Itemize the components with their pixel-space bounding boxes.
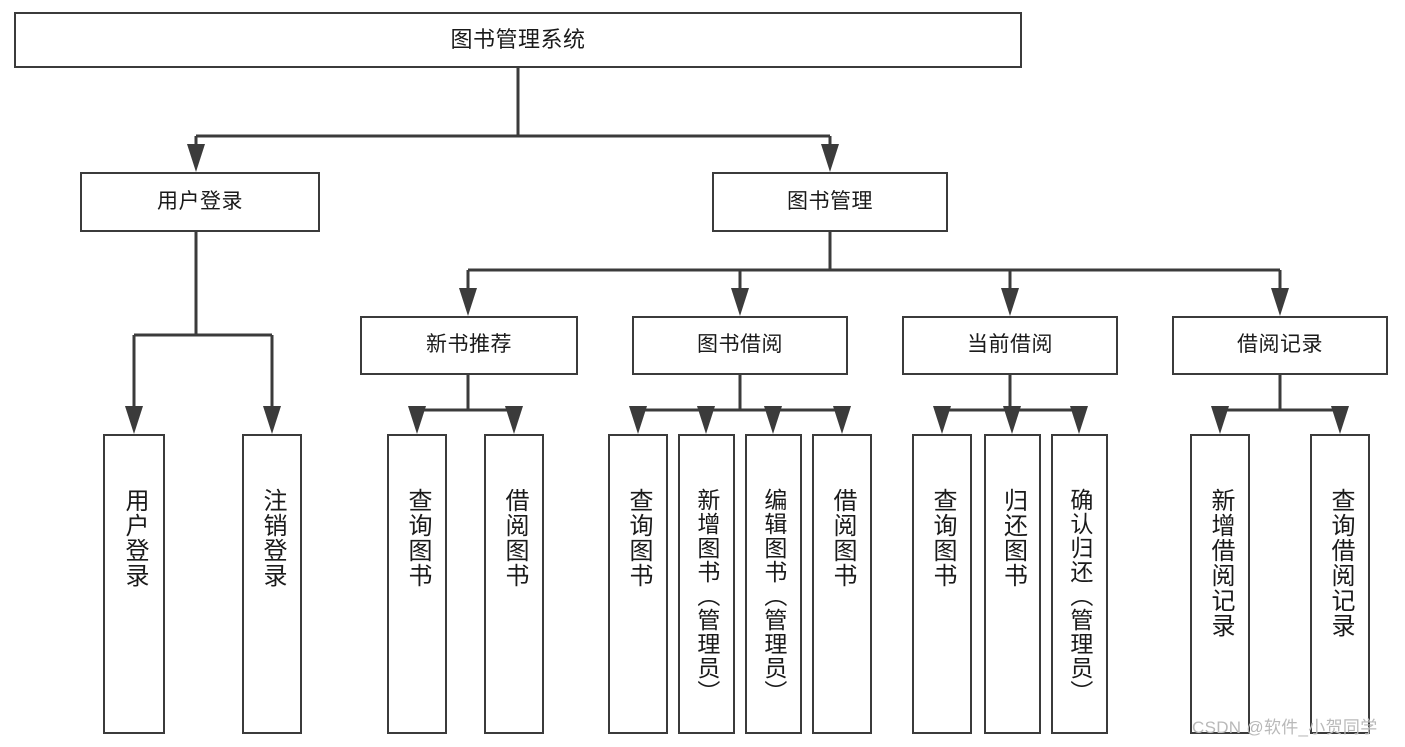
node-user-login-leaf[interactable]: 用户登录	[103, 434, 165, 734]
node-root[interactable]: 图书管理系统	[14, 12, 1022, 68]
node-book-borrow[interactable]: 图书借阅	[632, 316, 848, 375]
node-user-login-label: 用户登录	[157, 189, 243, 213]
node-book-manage[interactable]: 图书管理	[712, 172, 948, 232]
node-root-label: 图书管理系统	[450, 27, 586, 53]
node-query-book-current-label: 查询图书	[928, 488, 956, 588]
node-new-book-recommend-label: 新书推荐	[426, 333, 512, 357]
node-query-borrow-record[interactable]: 查询借阅记录	[1310, 434, 1370, 734]
node-return-book[interactable]: 归还图书	[984, 434, 1041, 734]
node-confirm-return-admin[interactable]: 确认归还（管理员）	[1051, 434, 1108, 734]
node-query-book-rec-label: 查询图书	[403, 488, 431, 588]
node-borrow-record[interactable]: 借阅记录	[1172, 316, 1388, 375]
node-current-borrow[interactable]: 当前借阅	[902, 316, 1118, 375]
node-user-login[interactable]: 用户登录	[80, 172, 320, 232]
node-book-borrow-label: 图书借阅	[697, 333, 783, 357]
node-current-borrow-label: 当前借阅	[967, 333, 1053, 357]
node-borrow-record-label: 借阅记录	[1237, 333, 1323, 357]
node-query-borrow-record-label: 查询借阅记录	[1326, 488, 1354, 638]
node-add-borrow-record-label: 新增借阅记录	[1206, 488, 1234, 638]
node-query-book-current[interactable]: 查询图书	[912, 434, 972, 734]
node-borrow-book-rec-label: 借阅图书	[500, 488, 528, 588]
node-query-book-rec[interactable]: 查询图书	[387, 434, 447, 734]
node-query-book-borrow[interactable]: 查询图书	[608, 434, 668, 734]
node-confirm-return-admin-label: 确认归还（管理员）	[1066, 488, 1093, 704]
node-edit-book-admin-label: 编辑图书（管理员）	[760, 488, 787, 704]
node-return-book-label: 归还图书	[999, 488, 1027, 588]
node-add-borrow-record[interactable]: 新增借阅记录	[1190, 434, 1250, 734]
node-borrow-book-rec[interactable]: 借阅图书	[484, 434, 544, 734]
csdn-watermark: CSDN @软件_小贺同学	[1192, 718, 1378, 737]
node-user-logout-leaf-label: 注销登录	[258, 488, 286, 588]
node-book-manage-label: 图书管理	[787, 189, 873, 213]
node-query-book-borrow-label: 查询图书	[624, 488, 652, 588]
node-user-login-leaf-label: 用户登录	[120, 488, 148, 588]
node-borrow-book-label: 借阅图书	[828, 488, 856, 588]
node-new-book-recommend[interactable]: 新书推荐	[360, 316, 578, 375]
node-borrow-book[interactable]: 借阅图书	[812, 434, 872, 734]
node-add-book-admin-label: 新增图书（管理员）	[693, 488, 720, 704]
node-edit-book-admin[interactable]: 编辑图书（管理员）	[745, 434, 802, 734]
node-user-logout-leaf[interactable]: 注销登录	[242, 434, 302, 734]
node-add-book-admin[interactable]: 新增图书（管理员）	[678, 434, 735, 734]
